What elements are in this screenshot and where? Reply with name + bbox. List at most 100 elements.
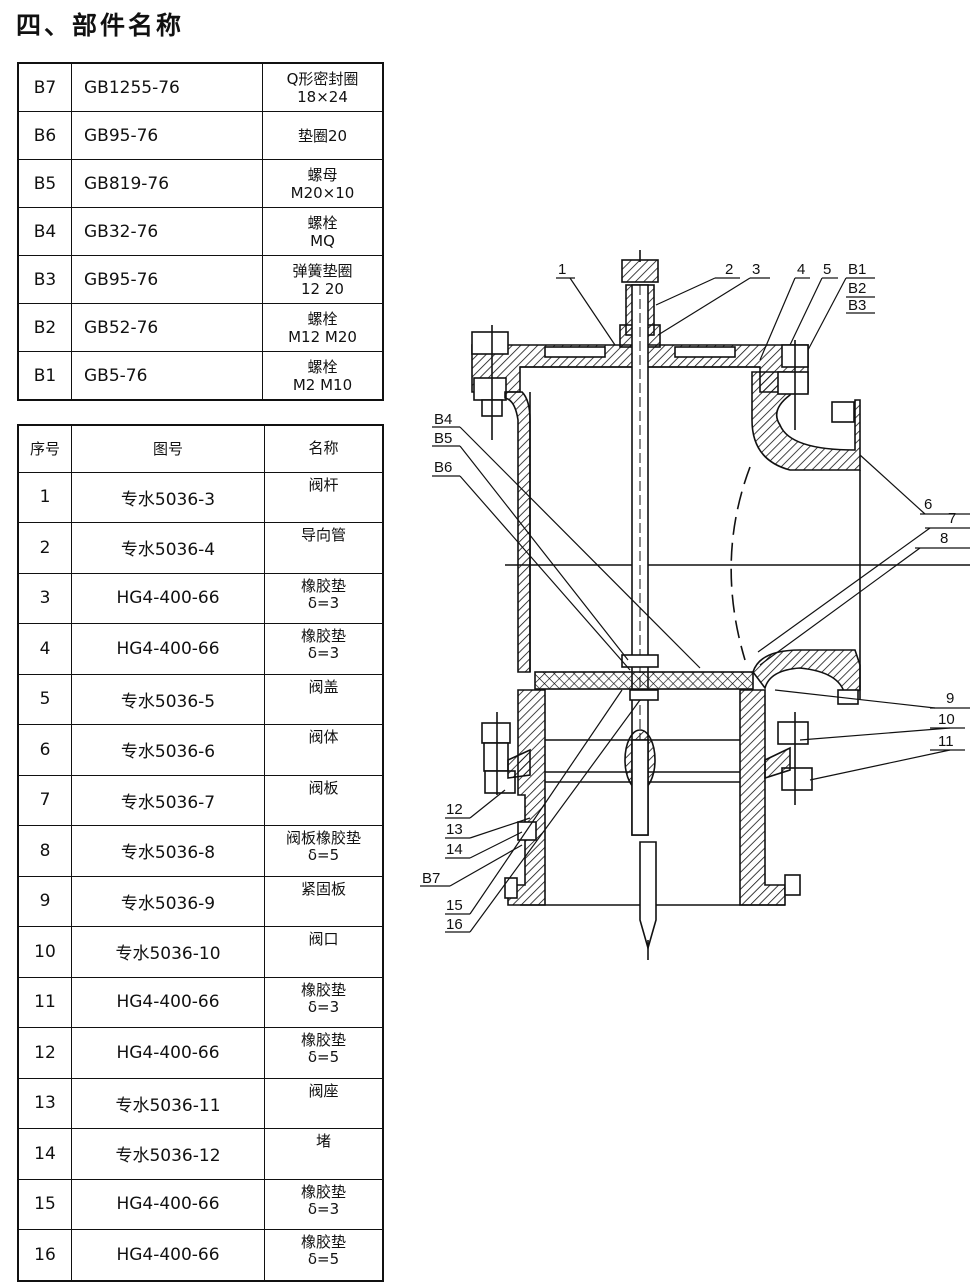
header-drawing: 图号 [71,424,265,473]
part-name: Q形密封圈 [286,69,359,88]
row-drawing: HG4-400-66 [71,1027,265,1079]
row-name-cell: 导向管 [264,522,384,574]
valve-body-left [504,391,531,673]
part-standard: GB5-76 [71,351,263,401]
row-drawing: HG4-400-66 [71,976,265,1028]
part-code: B2 [17,303,72,352]
label-13: 13 [446,821,463,838]
row-spec: δ=5 [307,846,340,864]
stem-tip [639,841,657,951]
label-7: 7 [948,510,956,527]
row-spec: δ=5 [307,1250,340,1268]
valve-drawing [471,250,970,960]
part-name-cell: 垫圈20 [262,111,384,160]
row-spec: δ=3 [307,593,340,612]
row-spec: δ=3 [307,997,340,1016]
part-labels: 1 2 3 4 5 B1 B2 B3 B4 B5 B6 6 7 8 9 10 1… [422,261,956,933]
section-title: 四、部件名称 [16,11,185,40]
row-drawing: HG4-400-66 [71,572,265,624]
label-8: 8 [940,530,948,547]
part-code: B4 [17,207,72,256]
part-name: 螺栓 [307,309,338,328]
part-spec: M12 M20 [288,327,357,346]
label-9: 9 [946,690,954,707]
label-12: 12 [446,801,463,818]
label-b1: B1 [848,261,866,278]
row-name: 阀板 [308,778,339,797]
row-name: 橡胶垫 [300,576,346,595]
part-name: 螺栓 [307,213,338,232]
row-name: 阀盖 [308,677,339,696]
cap-nut [621,259,659,283]
label-10: 10 [938,711,955,728]
label-b4: B4 [434,411,452,428]
row-spec: δ=5 [307,1048,340,1066]
label-3: 3 [752,261,760,278]
row-drawing: 专水5036-6 [71,724,265,776]
row-no: 5 [17,673,72,725]
part-code: B1 [17,351,72,401]
part-spec: MQ [310,231,335,250]
row-spec: δ=3 [307,644,340,662]
valve-disk [534,671,754,690]
table-header-row: 序号 图号 名称 [17,424,384,473]
label-b3: B3 [848,297,866,314]
label-6: 6 [924,496,932,513]
row-name: 阀座 [308,1081,339,1100]
row-no: 3 [17,572,72,624]
row-drawing: 专水5036-4 [71,522,265,574]
label-b6: B6 [434,459,452,476]
row-name-cell: 阀体 [264,724,384,776]
row-no: 8 [17,825,72,877]
row-name: 导向管 [300,526,346,544]
label-1: 1 [558,261,566,278]
row-name: 阀板橡胶垫 [285,829,361,847]
row-drawing: 专水5036-9 [71,875,265,927]
row-drawing: 专水5036-11 [71,1077,265,1129]
part-spec: M20×10 [290,183,355,202]
label-11: 11 [938,733,954,750]
row-no: 9 [17,875,72,927]
row-drawing: 专水5036-12 [71,1128,265,1180]
label-2: 2 [725,261,733,278]
row-name: 阀杆 [308,475,339,494]
row-name: 橡胶垫 [300,980,346,999]
row-name-cell: 阀板 [264,774,384,826]
part-standard: GB52-76 [71,303,263,352]
label-b7: B7 [422,870,440,887]
row-drawing: 专水5036-5 [71,673,265,725]
row-name-cell: 阀口 [264,926,384,978]
row-spec: δ=3 [307,1199,340,1218]
part-name: 弹簧垫圈 [292,261,353,280]
row-name: 橡胶垫 [300,627,346,645]
row-name-cell: 阀盖 [264,673,384,725]
row-no: 10 [17,926,72,978]
part-spec: 18×24 [297,87,348,106]
row-name: 阀体 [308,728,339,746]
label-4: 4 [797,261,805,278]
header-name: 名称 [264,424,384,473]
part-name: 螺栓 [307,357,338,376]
row-no: 2 [17,522,72,574]
row-name: 橡胶垫 [300,1233,346,1251]
